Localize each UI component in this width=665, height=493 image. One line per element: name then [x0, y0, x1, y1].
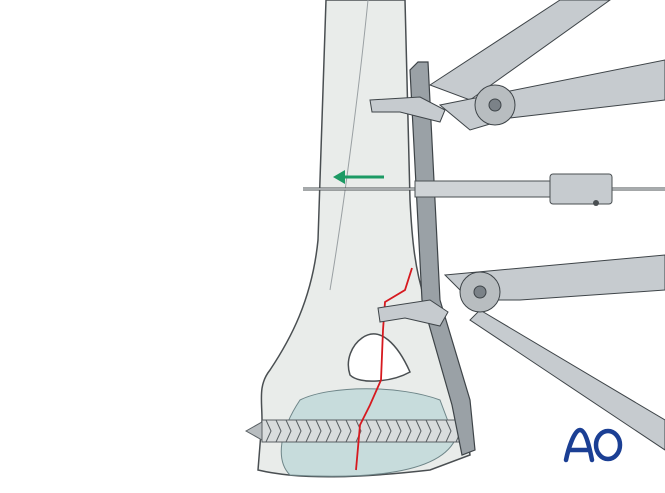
screw-thread	[345, 419, 352, 443]
screw-thread	[325, 419, 332, 443]
kirschner-wire	[303, 173, 665, 206]
transverse-screw	[244, 419, 463, 443]
screw-thread	[355, 419, 362, 443]
screw-thread	[365, 419, 372, 443]
screw-thread	[435, 419, 442, 443]
screw-thread	[295, 419, 302, 443]
screw-thread	[305, 419, 312, 443]
screw-thread	[445, 419, 452, 443]
screw-thread	[385, 419, 392, 443]
screw-thread	[285, 419, 292, 443]
upper-reduction-clamp	[369, 0, 665, 131]
screw-thread	[315, 419, 322, 443]
screw-threads	[265, 419, 462, 443]
lower-reduction-clamp	[377, 254, 665, 451]
screw-thread	[375, 419, 382, 443]
screw-thread	[425, 419, 432, 443]
screw-thread	[405, 419, 412, 443]
direction-arrow	[333, 170, 384, 184]
screw-thread	[395, 419, 402, 443]
fracture-line	[355, 267, 413, 471]
screw-thread	[275, 419, 282, 443]
ao-logo	[563, 427, 623, 463]
screw-thread	[335, 419, 342, 443]
screw-thread	[265, 419, 272, 443]
screw-thread	[415, 419, 422, 443]
